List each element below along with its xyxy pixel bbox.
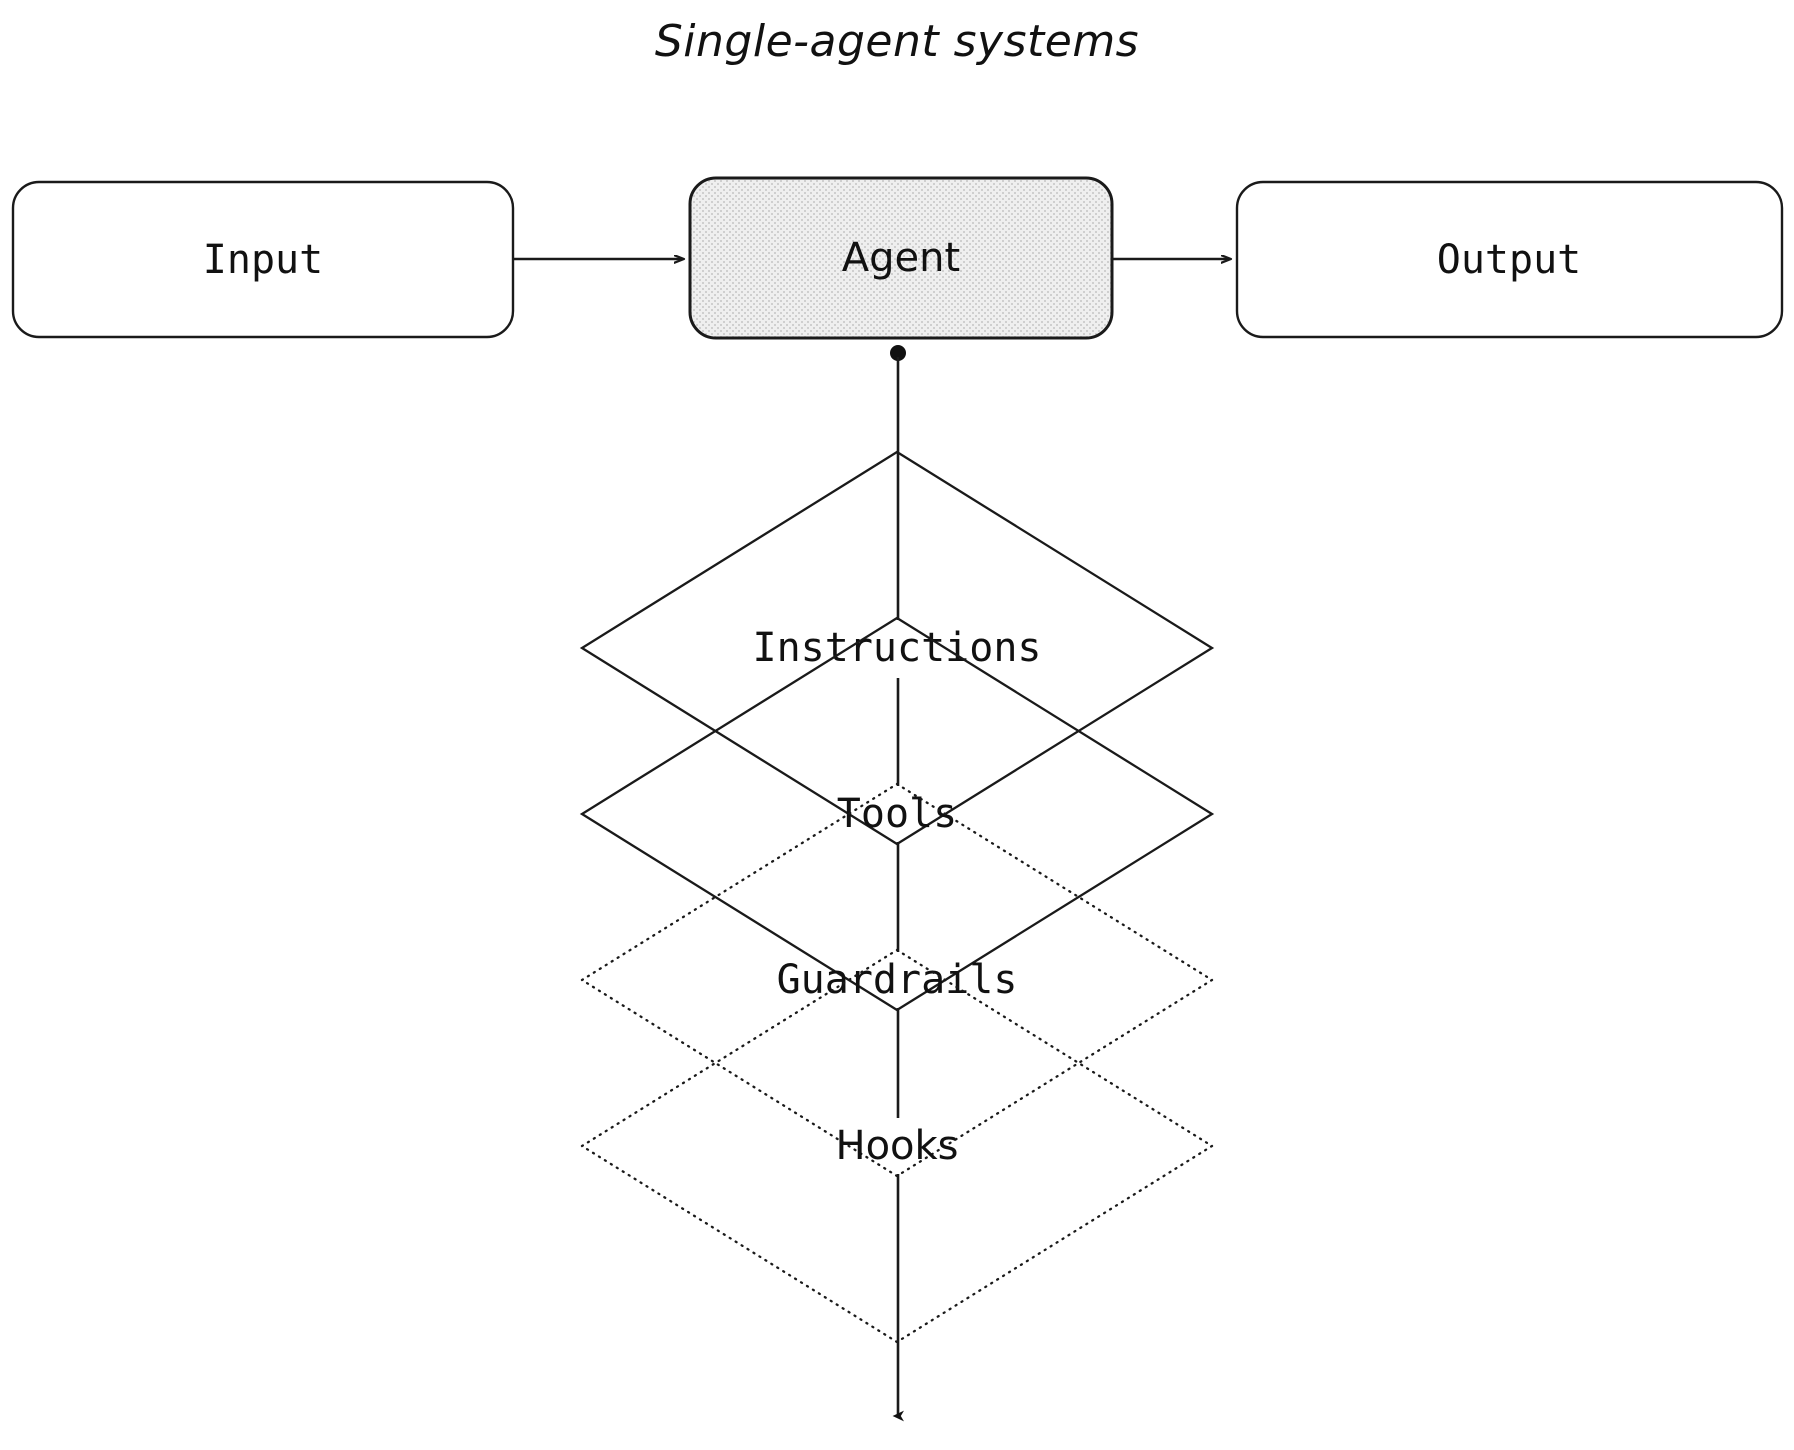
layer-guardrails-shape [579,782,1215,1178]
layer-instructions[interactable]: Instructions [579,450,1215,846]
layer-guardrails[interactable]: Guardrails [579,782,1215,1178]
page-title: Single-agent systems [655,16,1139,67]
node-input[interactable]: Input [11,180,515,339]
layer-tools-shape [579,616,1215,1012]
flow-row: Input Agent Output [11,176,1784,340]
node-input-label: Input [203,237,323,283]
node-output-label: Output [1437,237,1582,283]
connector-start-dot [890,345,906,361]
layer-tools-label: Tools [837,791,957,837]
node-output-shape [1235,180,1784,339]
layer-tools[interactable]: Tools [579,616,1215,1012]
layer-instructions-shape [579,450,1215,846]
layer-guardrails-label: Guardrails [777,957,1018,1003]
node-agent[interactable]: Agent [688,176,1114,340]
layer-hooks[interactable]: Hooks [579,948,1215,1344]
agent-stack-connector [890,345,906,1422]
node-agent-label: Agent [842,235,960,281]
layer-hooks-shape [579,948,1215,1344]
layer-instructions-label: Instructions [753,625,1042,671]
layer-hooks-label: Hooks [835,1123,958,1169]
node-output[interactable]: Output [1235,180,1784,339]
